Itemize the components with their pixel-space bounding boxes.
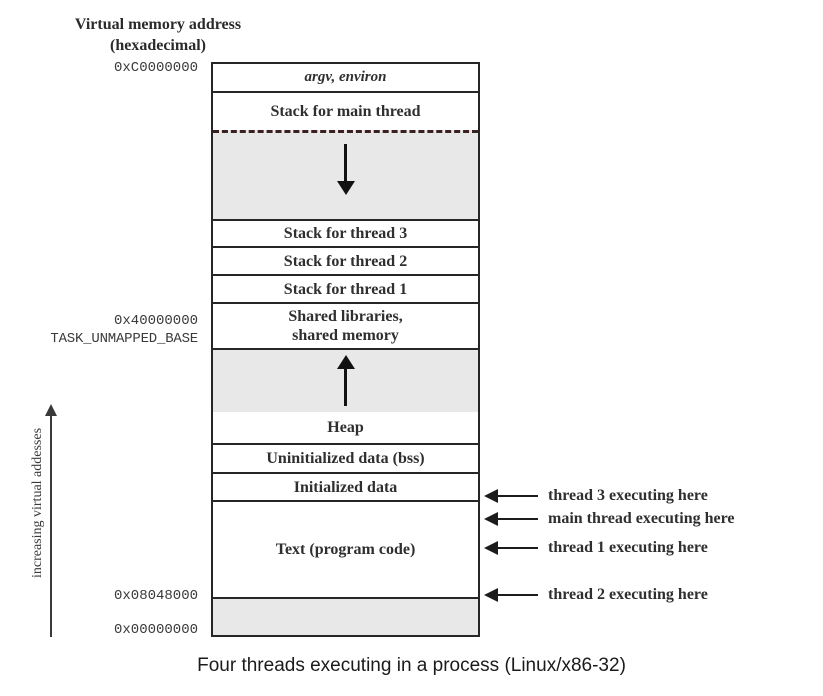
figure-caption: Four threads executing in a process (Lin… (197, 655, 626, 676)
segment-shared-libraries: Shared libraries, shared memory (213, 304, 478, 350)
callout-arrow-icon (484, 489, 538, 503)
heap-grow-up-arrow-icon (336, 355, 355, 406)
stack-grow-down-arrow-icon (336, 144, 355, 195)
memory-map: argv, environ Stack for main thread Stac… (211, 62, 480, 637)
address-label-top: 0xC0000000 (113, 60, 198, 76)
segment-stack-thread-3: Stack for thread 3 (213, 219, 478, 248)
callout-arrow-icon (484, 541, 538, 555)
segment-shared-libraries-line2: shared memory (292, 327, 399, 344)
callout-main-thread: main thread executing here (484, 510, 735, 528)
callout-thread-2: thread 2 executing here (484, 586, 708, 604)
page-title-line1: Virtual memory address (74, 16, 242, 33)
increasing-addresses-arrow-icon (45, 404, 57, 637)
segment-stack-thread-2: Stack for thread 2 (213, 248, 478, 276)
segment-text: Text (program code) (213, 502, 478, 599)
segment-stack-thread-1: Stack for thread 1 (213, 276, 478, 304)
callout-arrow-icon (484, 512, 538, 526)
segment-stack-main-thread: Stack for main thread (213, 93, 478, 130)
page-title: Virtual memory address (hexadecimal) (28, 14, 288, 56)
callout-thread-3: thread 3 executing here (484, 487, 708, 505)
callout-thread-1-label: thread 1 executing here (548, 539, 708, 556)
callout-thread-1: thread 1 executing here (484, 539, 708, 557)
segment-heap-growth-gap (213, 350, 478, 412)
stack-growth-boundary-dashed (213, 130, 478, 133)
increasing-addresses-label: increasing virtual addesses (30, 427, 45, 579)
callout-thread-2-label: thread 2 executing here (548, 586, 708, 603)
callout-thread-3-label: thread 3 executing here (548, 487, 708, 504)
callout-main-thread-label: main thread executing here (548, 510, 735, 527)
segment-initialized-data: Initialized data (213, 474, 478, 502)
segment-argv-environ: argv, environ (213, 64, 478, 93)
segment-shared-libraries-line1: Shared libraries, (288, 308, 403, 325)
address-label-zero: 0x00000000 (113, 622, 198, 638)
address-label-task-unmapped-name: TASK_UNMAPPED_BASE (50, 331, 198, 347)
address-label-text-start: 0x08048000 (113, 588, 198, 604)
segment-bss: Uninitialized data (bss) (213, 445, 478, 474)
page-title-line2: (hexadecimal) (110, 37, 206, 54)
segment-stack-growth-gap (213, 130, 478, 219)
segment-reserved-low (213, 599, 478, 635)
callout-arrow-icon (484, 588, 538, 602)
address-label-task-unmapped: 0x40000000 (113, 313, 198, 329)
segment-heap: Heap (213, 412, 478, 445)
